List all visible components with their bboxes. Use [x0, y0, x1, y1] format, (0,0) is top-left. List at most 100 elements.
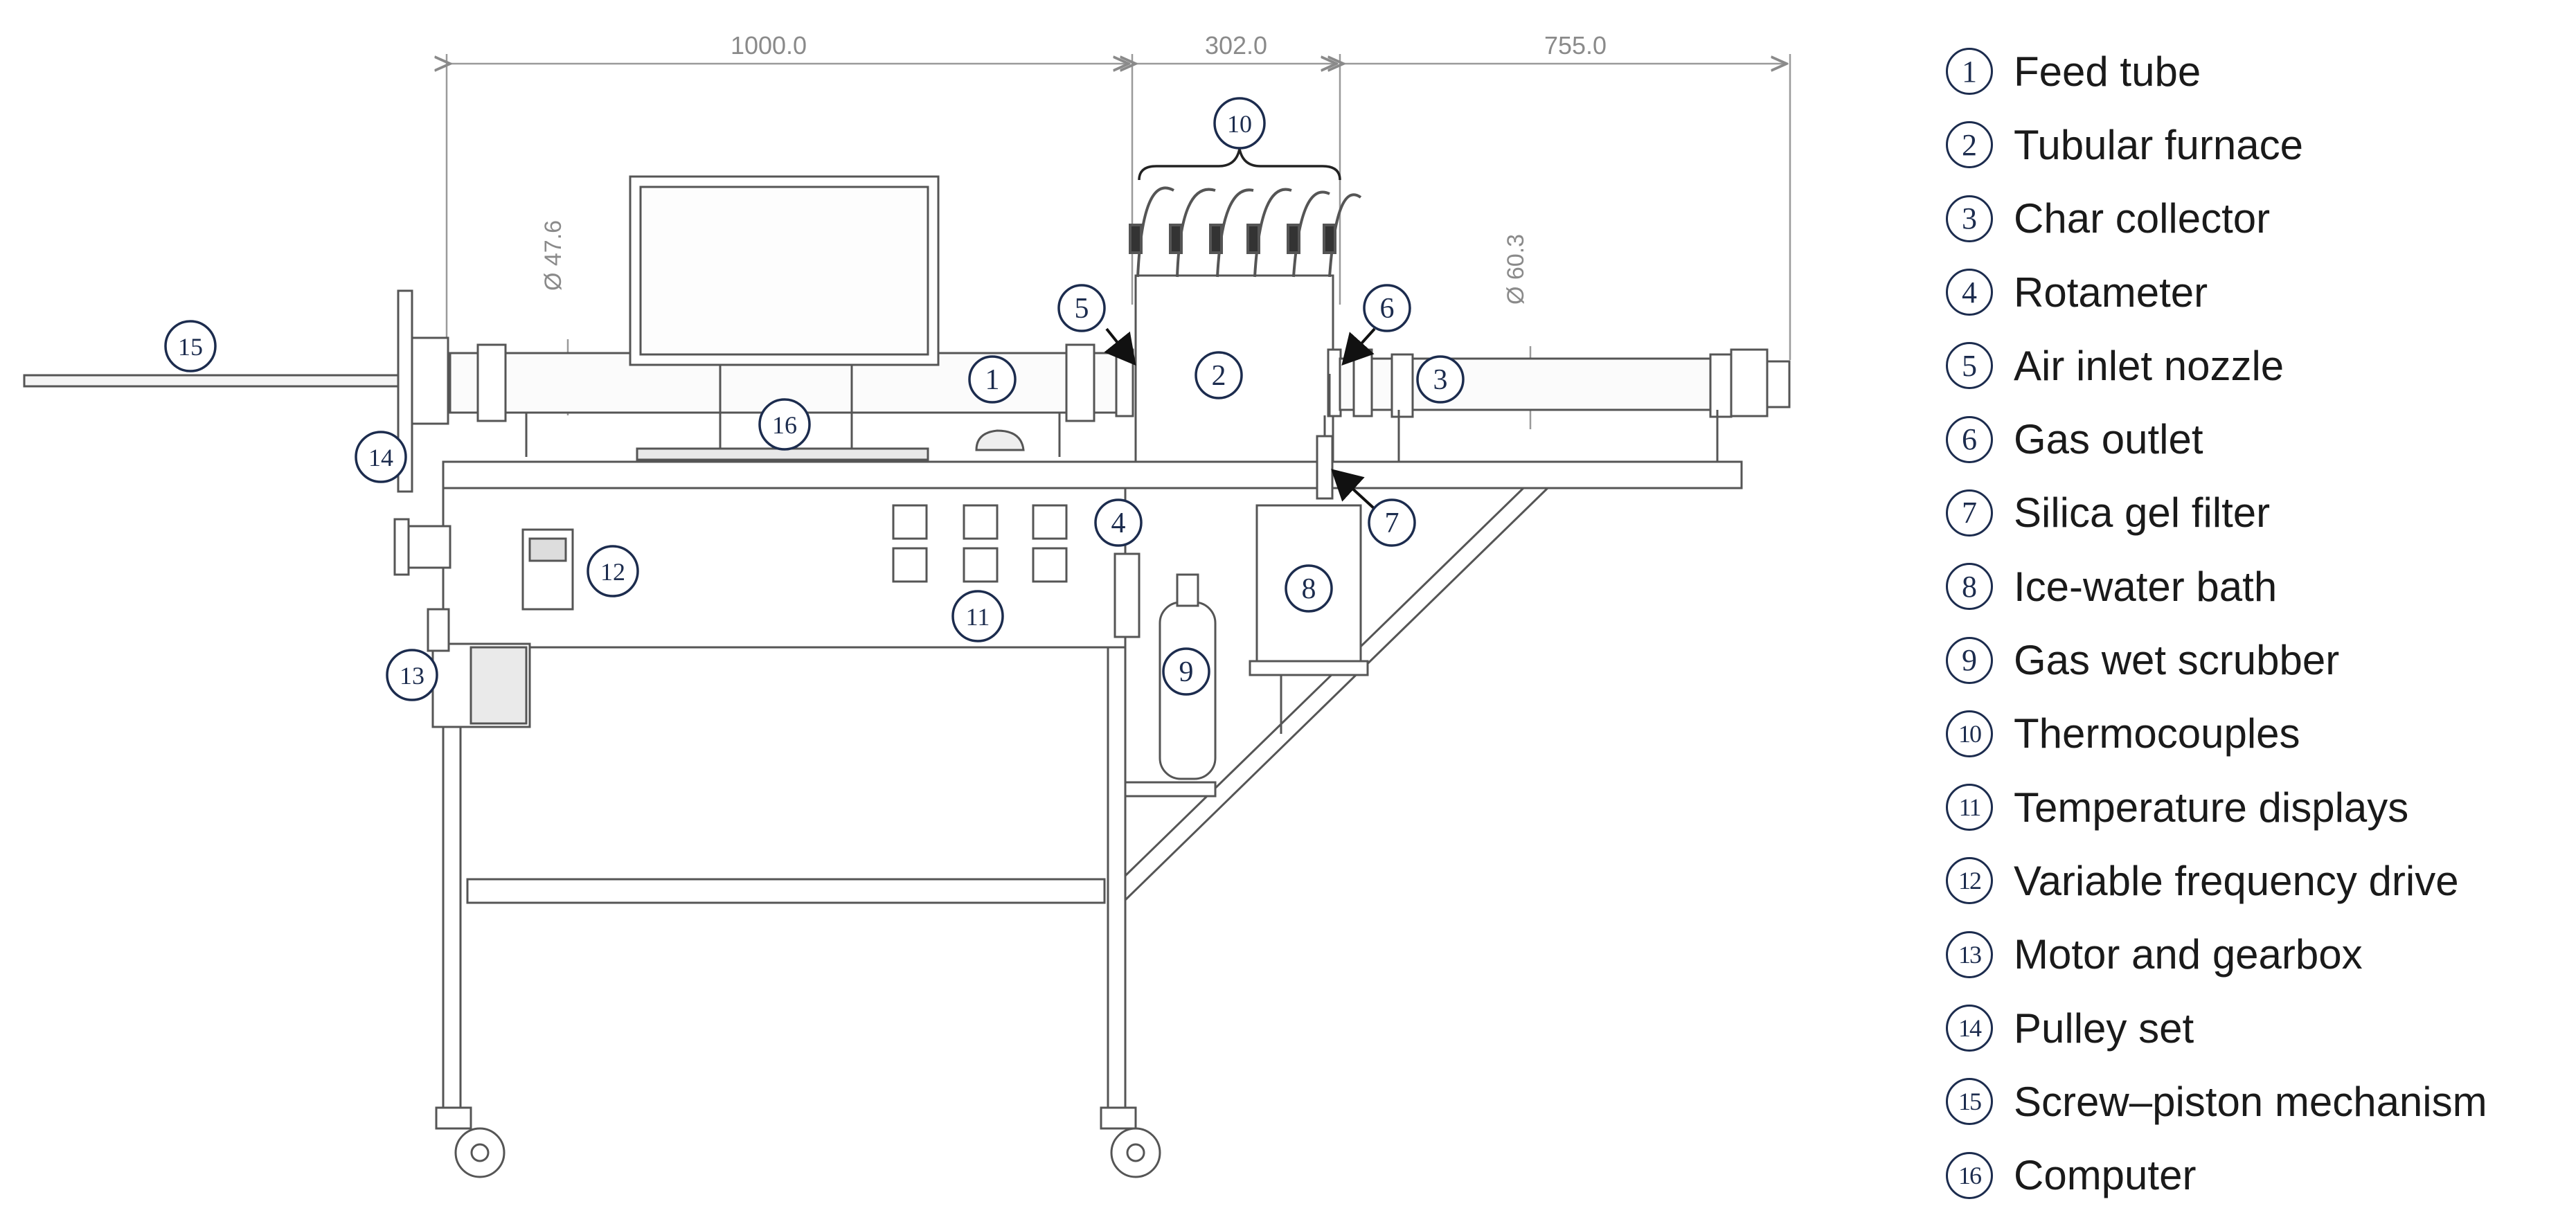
legend-label: Screw–piston mechanism	[2014, 1078, 2487, 1125]
callout-14: 14	[355, 431, 407, 483]
svg-text:9: 9	[1179, 656, 1194, 688]
legend-item-gas-outlet: 6 Gas outlet	[1946, 402, 2569, 476]
legend-label: Computer	[2014, 1152, 2197, 1199]
legend-label: Ice-water bath	[2014, 563, 2278, 610]
legend-item-motor-gearbox: 13 Motor and gearbox	[1946, 918, 2569, 991]
callout-7: 7	[1368, 498, 1416, 547]
legend-label: Gas outlet	[2014, 416, 2203, 463]
dim-furnace-length: 302.0	[1205, 31, 1267, 60]
svg-text:16: 16	[772, 411, 797, 439]
legend-number: 8	[1946, 563, 1993, 611]
svg-text:15: 15	[178, 333, 203, 361]
callout-9: 9	[1162, 647, 1210, 696]
legend-number: 16	[1946, 1151, 1993, 1199]
silica-gel-filter	[1316, 415, 1334, 500]
svg-text:5: 5	[1075, 293, 1089, 325]
legend-label: Variable frequency drive	[2014, 857, 2459, 904]
legend-number: 14	[1946, 1005, 1993, 1052]
char-collector	[1339, 348, 1791, 478]
callout-4: 4	[1094, 498, 1143, 547]
svg-text:1: 1	[985, 364, 1000, 396]
legend-number: 2	[1946, 121, 1993, 169]
legend-label: Tubular furnace	[2014, 121, 2304, 168]
svg-text:12: 12	[600, 558, 625, 586]
callout-3: 3	[1416, 355, 1465, 404]
dim-feed-tube-length: 1000.0	[731, 31, 807, 60]
callout-16: 16	[758, 398, 811, 451]
legend-number: 12	[1946, 857, 1993, 905]
legend-label: Gas wet scrubber	[2014, 637, 2340, 684]
legend-label: Char collector	[2014, 195, 2271, 242]
callout-10: 10	[1213, 97, 1266, 150]
svg-text:2: 2	[1212, 360, 1226, 392]
legend-item-silica-gel-filter: 7 Silica gel filter	[1946, 476, 2569, 550]
callout-arrows	[1104, 327, 1376, 510]
legend-item-char-collector: 3 Char collector	[1946, 182, 2569, 255]
variable-frequency-drive	[521, 528, 574, 611]
legend-number: 1	[1946, 48, 1993, 96]
feed-tube	[449, 343, 1134, 457]
ice-water-bath	[1249, 504, 1369, 734]
legend-number: 4	[1946, 269, 1993, 316]
svg-text:4: 4	[1111, 507, 1126, 539]
legend-label: Temperature displays	[2014, 784, 2409, 831]
svg-text:8: 8	[1302, 573, 1316, 605]
svg-text:11: 11	[966, 603, 990, 631]
legend-item-gas-wet-scrubber: 9 Gas wet scrubber	[1946, 623, 2569, 696]
pulley-set	[393, 518, 451, 576]
svg-text:6: 6	[1380, 293, 1395, 325]
computer-monitor	[629, 175, 1025, 461]
legend-number: 11	[1946, 784, 1993, 831]
cart-frame	[435, 460, 1743, 1178]
motor-gearbox	[427, 608, 531, 728]
callout-15: 15	[164, 320, 217, 372]
thermocouples	[1129, 186, 1362, 278]
dimension-lines	[447, 54, 1791, 429]
callout-11: 11	[951, 590, 1004, 642]
legend-number: 7	[1946, 489, 1993, 537]
legend: 1 Feed tube 2 Tubular furnace 3 Char collec…	[1946, 35, 2569, 1212]
callout-12: 12	[587, 545, 639, 597]
callout-1: 1	[968, 355, 1017, 404]
dim-collector-diameter: Ø 60.3	[1503, 234, 1529, 305]
callout-6: 6	[1363, 284, 1411, 332]
legend-item-tubular-furnace: 2 Tubular furnace	[1946, 108, 2569, 181]
dim-collector-length: 755.0	[1544, 31, 1607, 60]
svg-text:14: 14	[368, 444, 393, 471]
legend-number: 6	[1946, 415, 1993, 463]
legend-item-thermocouples: 10 Thermocouples	[1946, 697, 2569, 771]
legend-label: Motor and gearbox	[2014, 931, 2363, 978]
legend-number: 3	[1946, 195, 1993, 242]
legend-number: 9	[1946, 636, 1993, 684]
legend-label: Rotameter	[2014, 269, 2208, 316]
svg-text:3: 3	[1433, 364, 1448, 396]
dim-feed-tube-diameter: Ø 47.6	[540, 220, 566, 291]
legend-label: Thermocouples	[2014, 710, 2300, 757]
svg-text:13: 13	[400, 662, 424, 690]
screw-piston-rod	[23, 289, 449, 493]
legend-item-ice-water-bath: 8 Ice-water bath	[1946, 550, 2569, 623]
legend-item-rotameter: 4 Rotameter	[1946, 255, 2569, 329]
legend-label: Air inlet nozzle	[2014, 342, 2284, 389]
legend-item-screw-piston: 15 Screw–piston mechanism	[1946, 1065, 2569, 1138]
callout-markers: 1 2 3 4 5 6 7 8 9 10 11 12 13 14 15 16	[164, 97, 1465, 701]
legend-item-temperature-displays: 11 Temperature displays	[1946, 771, 2569, 844]
svg-text:10: 10	[1227, 110, 1252, 138]
callout-5: 5	[1057, 284, 1106, 332]
legend-item-variable-frequency-drive: 12 Variable frequency drive	[1946, 844, 2569, 917]
legend-label: Feed tube	[2014, 48, 2201, 95]
legend-number: 10	[1946, 710, 1993, 757]
temperature-displays	[892, 504, 1068, 583]
svg-text:7: 7	[1385, 507, 1399, 539]
legend-number: 13	[1946, 930, 1993, 978]
callout-13: 13	[386, 649, 438, 701]
callout-8: 8	[1285, 564, 1333, 613]
legend-item-feed-tube: 1 Feed tube	[1946, 35, 2569, 108]
thermocouples-brace	[1138, 148, 1341, 181]
apparatus-body	[23, 148, 1791, 1178]
legend-label: Silica gel filter	[2014, 489, 2271, 537]
legend-number: 15	[1946, 1078, 1993, 1126]
